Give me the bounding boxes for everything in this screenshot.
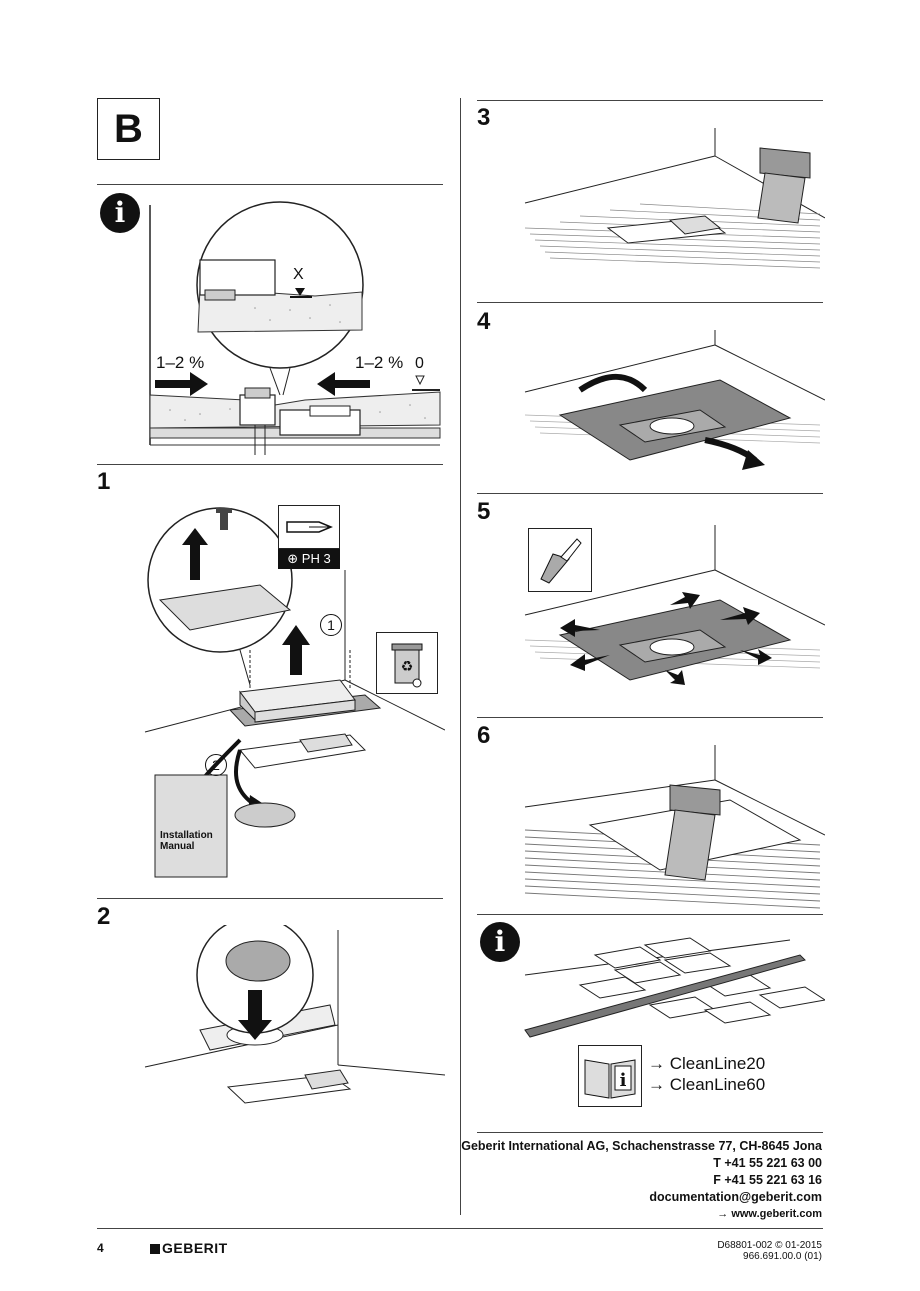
screwdriver-icon-box xyxy=(278,505,340,549)
tiles-illustration xyxy=(520,935,825,1060)
rule-step4-bottom xyxy=(477,493,823,494)
reference-cleanline20: → CleanLine20 xyxy=(648,1054,766,1073)
contact-email: documentation@geberit.com xyxy=(649,1190,822,1204)
slope-left-label: 1–2 % xyxy=(156,353,205,372)
sub-step-2-number: 2 xyxy=(212,757,220,773)
screwdriver-size: PH 3 xyxy=(301,551,331,566)
column-divider xyxy=(460,98,461,1215)
rule-step6-bottom xyxy=(477,914,823,915)
article-number: 966.691.00.0 (01) xyxy=(743,1251,822,1262)
sub-step-1-number: 1 xyxy=(327,617,335,633)
step-number-3: 3 xyxy=(477,104,491,131)
contact-fax: F +41 55 221 63 16 xyxy=(713,1173,822,1187)
screwdriver-icon xyxy=(286,521,333,533)
section-label: B xyxy=(97,98,160,160)
sub-step-1: 1 xyxy=(320,614,342,636)
spatula-icon xyxy=(528,528,592,592)
rule-step3-top xyxy=(477,100,823,101)
screwdriver-label: ⊕ PH 3 xyxy=(278,549,340,569)
step1-illustration xyxy=(140,500,445,885)
step4-illustration xyxy=(520,330,825,480)
svg-text:♻: ♻ xyxy=(401,659,414,675)
rule-b-bottom xyxy=(97,184,443,185)
manual-title-line2: Manual xyxy=(160,841,195,852)
contact-phone: T +41 55 221 63 00 xyxy=(713,1156,822,1170)
step2-illustration xyxy=(140,925,445,1115)
contact-web[interactable]: → www.geberit.com xyxy=(717,1208,822,1220)
slope-right-label: 1–2 % xyxy=(355,353,404,372)
manual-book-icon: i xyxy=(578,1045,642,1107)
step-number-6: 6 xyxy=(477,722,491,749)
step5-illustration xyxy=(520,525,825,705)
step-number-5: 5 xyxy=(477,498,491,525)
step-number-2: 2 xyxy=(97,903,111,930)
brand-name: GEBERIT xyxy=(162,1240,228,1256)
step6-illustration xyxy=(520,745,825,910)
rule-footer xyxy=(97,1228,823,1229)
reference-cleanline60: → CleanLine60 xyxy=(648,1075,766,1094)
step-number-1: 1 xyxy=(97,468,111,495)
rule-step3-bottom xyxy=(477,302,823,303)
contact-company: Geberit International AG, Schachenstrass… xyxy=(461,1139,822,1153)
rule-info-bottom xyxy=(97,464,443,465)
svg-text:i: i xyxy=(620,1070,627,1091)
info-icon-tiles: i xyxy=(480,922,520,962)
manual-title-line1: Installation xyxy=(160,830,213,841)
brand-logo: GEBERIT xyxy=(150,1240,228,1256)
height-marker-label: X xyxy=(293,266,304,283)
info-slope-illustration xyxy=(140,200,445,460)
info-icon: i xyxy=(100,193,140,233)
sub-step-2: 2 xyxy=(205,754,227,776)
page-number: 4 xyxy=(97,1241,104,1255)
doc-number: D68801-002 © 01-2015 xyxy=(717,1240,822,1251)
brand-square-icon xyxy=(150,1244,160,1254)
rule-step1-bottom xyxy=(97,898,443,899)
recycle-bin-icon: ♻ xyxy=(376,632,438,694)
rule-step5-bottom xyxy=(477,717,823,718)
step3-illustration xyxy=(520,128,825,288)
manual-title: Installation Manual xyxy=(160,830,213,852)
step-number-4: 4 xyxy=(477,308,491,335)
level-marker-label: 0 xyxy=(415,355,424,372)
rule-info2-bottom xyxy=(477,1132,823,1133)
